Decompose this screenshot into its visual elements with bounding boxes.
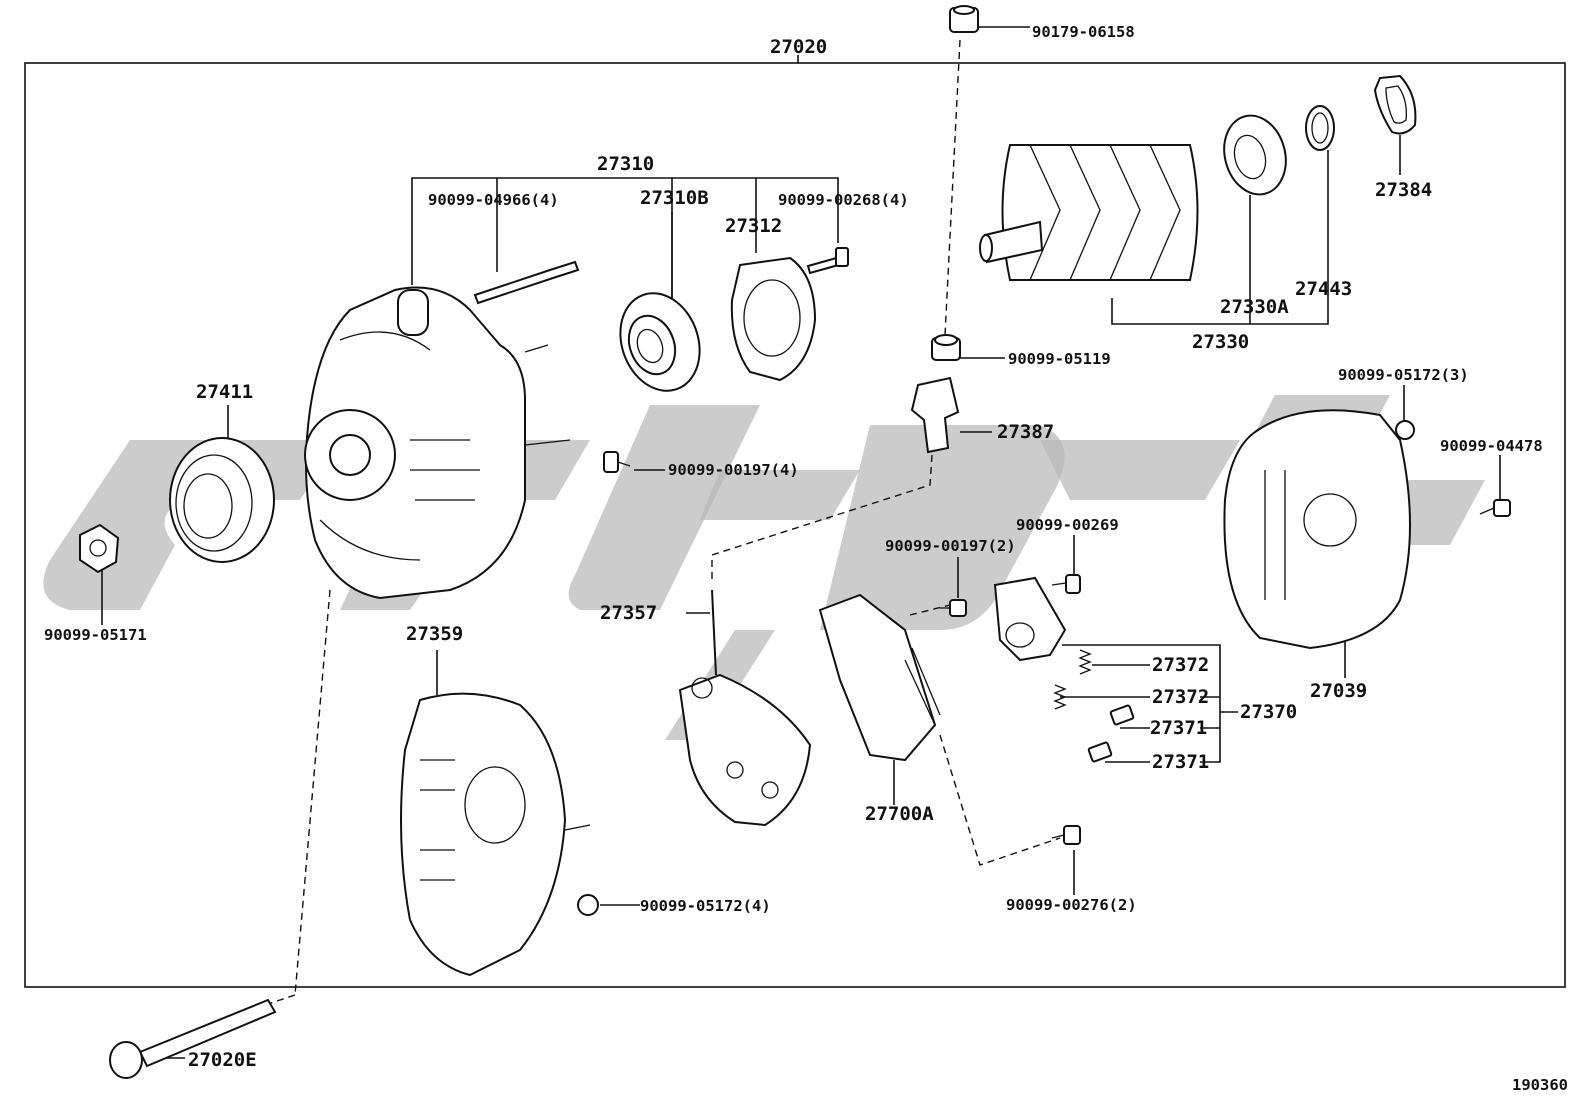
assembly-label: 27020 bbox=[770, 36, 827, 58]
drive-end-frame bbox=[304, 286, 571, 600]
voltage-regulator bbox=[818, 593, 941, 762]
rotor-bearing bbox=[1223, 114, 1287, 196]
bearing-ring bbox=[1305, 105, 1335, 151]
drive-end-bearing bbox=[619, 292, 701, 392]
label-90099-04966: 90099-04966(4) bbox=[428, 191, 559, 209]
terminal-insulator bbox=[910, 376, 960, 454]
brush-holder bbox=[993, 576, 1067, 662]
rear-cover-nut bbox=[1395, 420, 1415, 440]
label-27310B: 27310B bbox=[640, 187, 709, 209]
label-27371-top: 27371 bbox=[1150, 717, 1207, 739]
brush-springs bbox=[1053, 649, 1092, 710]
insulator bbox=[1373, 74, 1417, 135]
regulator-screw bbox=[940, 599, 967, 617]
label-27330: 27330 bbox=[1192, 331, 1249, 353]
part-labels: 27310 90099-04966(4) 27310B 27312 90099-… bbox=[44, 23, 1543, 1071]
label-27700A: 27700A bbox=[865, 803, 934, 825]
assembly-frame bbox=[24, 62, 1566, 988]
brush-holder-screw bbox=[1051, 574, 1081, 594]
label-90099-05119: 90099-05119 bbox=[1008, 350, 1111, 368]
label-90099-05171: 90099-05171 bbox=[44, 626, 147, 644]
label-27039: 27039 bbox=[1310, 680, 1367, 702]
terminal-insulator-nut bbox=[931, 334, 961, 361]
rectifier-end-frame bbox=[400, 692, 591, 977]
rear-frame-nut bbox=[577, 894, 599, 916]
pulley-nut bbox=[79, 523, 120, 574]
figure-number: 190360 bbox=[1512, 1076, 1568, 1094]
brushes bbox=[1087, 704, 1135, 763]
label-27384: 27384 bbox=[1375, 179, 1432, 201]
regulator-mount-screw bbox=[1051, 825, 1081, 845]
label-90099-04478: 90099-04478 bbox=[1440, 437, 1543, 455]
label-27370: 27370 bbox=[1240, 701, 1297, 723]
label-90099-00197-2: 90099-00197(2) bbox=[885, 537, 1016, 555]
label-27330A: 27330A bbox=[1220, 296, 1289, 318]
label-27020E: 27020E bbox=[188, 1049, 257, 1071]
rear-cover-bolt bbox=[1479, 499, 1511, 517]
label-90099-00276: 90099-00276(2) bbox=[1006, 896, 1137, 914]
label-27310: 27310 bbox=[597, 153, 654, 175]
rectifier bbox=[678, 589, 812, 827]
label-27371-bottom: 27371 bbox=[1152, 751, 1209, 773]
rectifier-screw bbox=[603, 451, 631, 473]
label-90099-00197-4: 90099-00197(4) bbox=[668, 461, 799, 479]
label-27387: 27387 bbox=[997, 421, 1054, 443]
through-bolt bbox=[109, 998, 277, 1079]
stud-bolt bbox=[473, 260, 580, 305]
label-27372-top: 27372 bbox=[1152, 654, 1209, 676]
label-90099-00269: 90099-00269 bbox=[1016, 516, 1119, 534]
retainer-screw bbox=[806, 247, 849, 275]
label-90099-00268: 90099-00268(4) bbox=[778, 191, 909, 209]
bearing-retainer-plate bbox=[730, 256, 817, 382]
label-27357: 27357 bbox=[600, 602, 657, 624]
label-27372-bottom: 27372 bbox=[1152, 686, 1209, 708]
label-90099-05172-3: 90099-05172(3) bbox=[1338, 366, 1469, 384]
label-90099-05172-4: 90099-05172(4) bbox=[640, 897, 771, 915]
pulley bbox=[169, 437, 275, 563]
label-27411: 27411 bbox=[196, 381, 253, 403]
terminal-nut bbox=[949, 5, 979, 33]
label-27312: 27312 bbox=[725, 215, 782, 237]
label-90179-06158: 90179-06158 bbox=[1032, 23, 1135, 41]
rear-end-cover bbox=[1223, 409, 1411, 650]
label-27443: 27443 bbox=[1295, 278, 1352, 300]
label-27359: 27359 bbox=[406, 623, 463, 645]
rotor bbox=[979, 144, 1199, 281]
